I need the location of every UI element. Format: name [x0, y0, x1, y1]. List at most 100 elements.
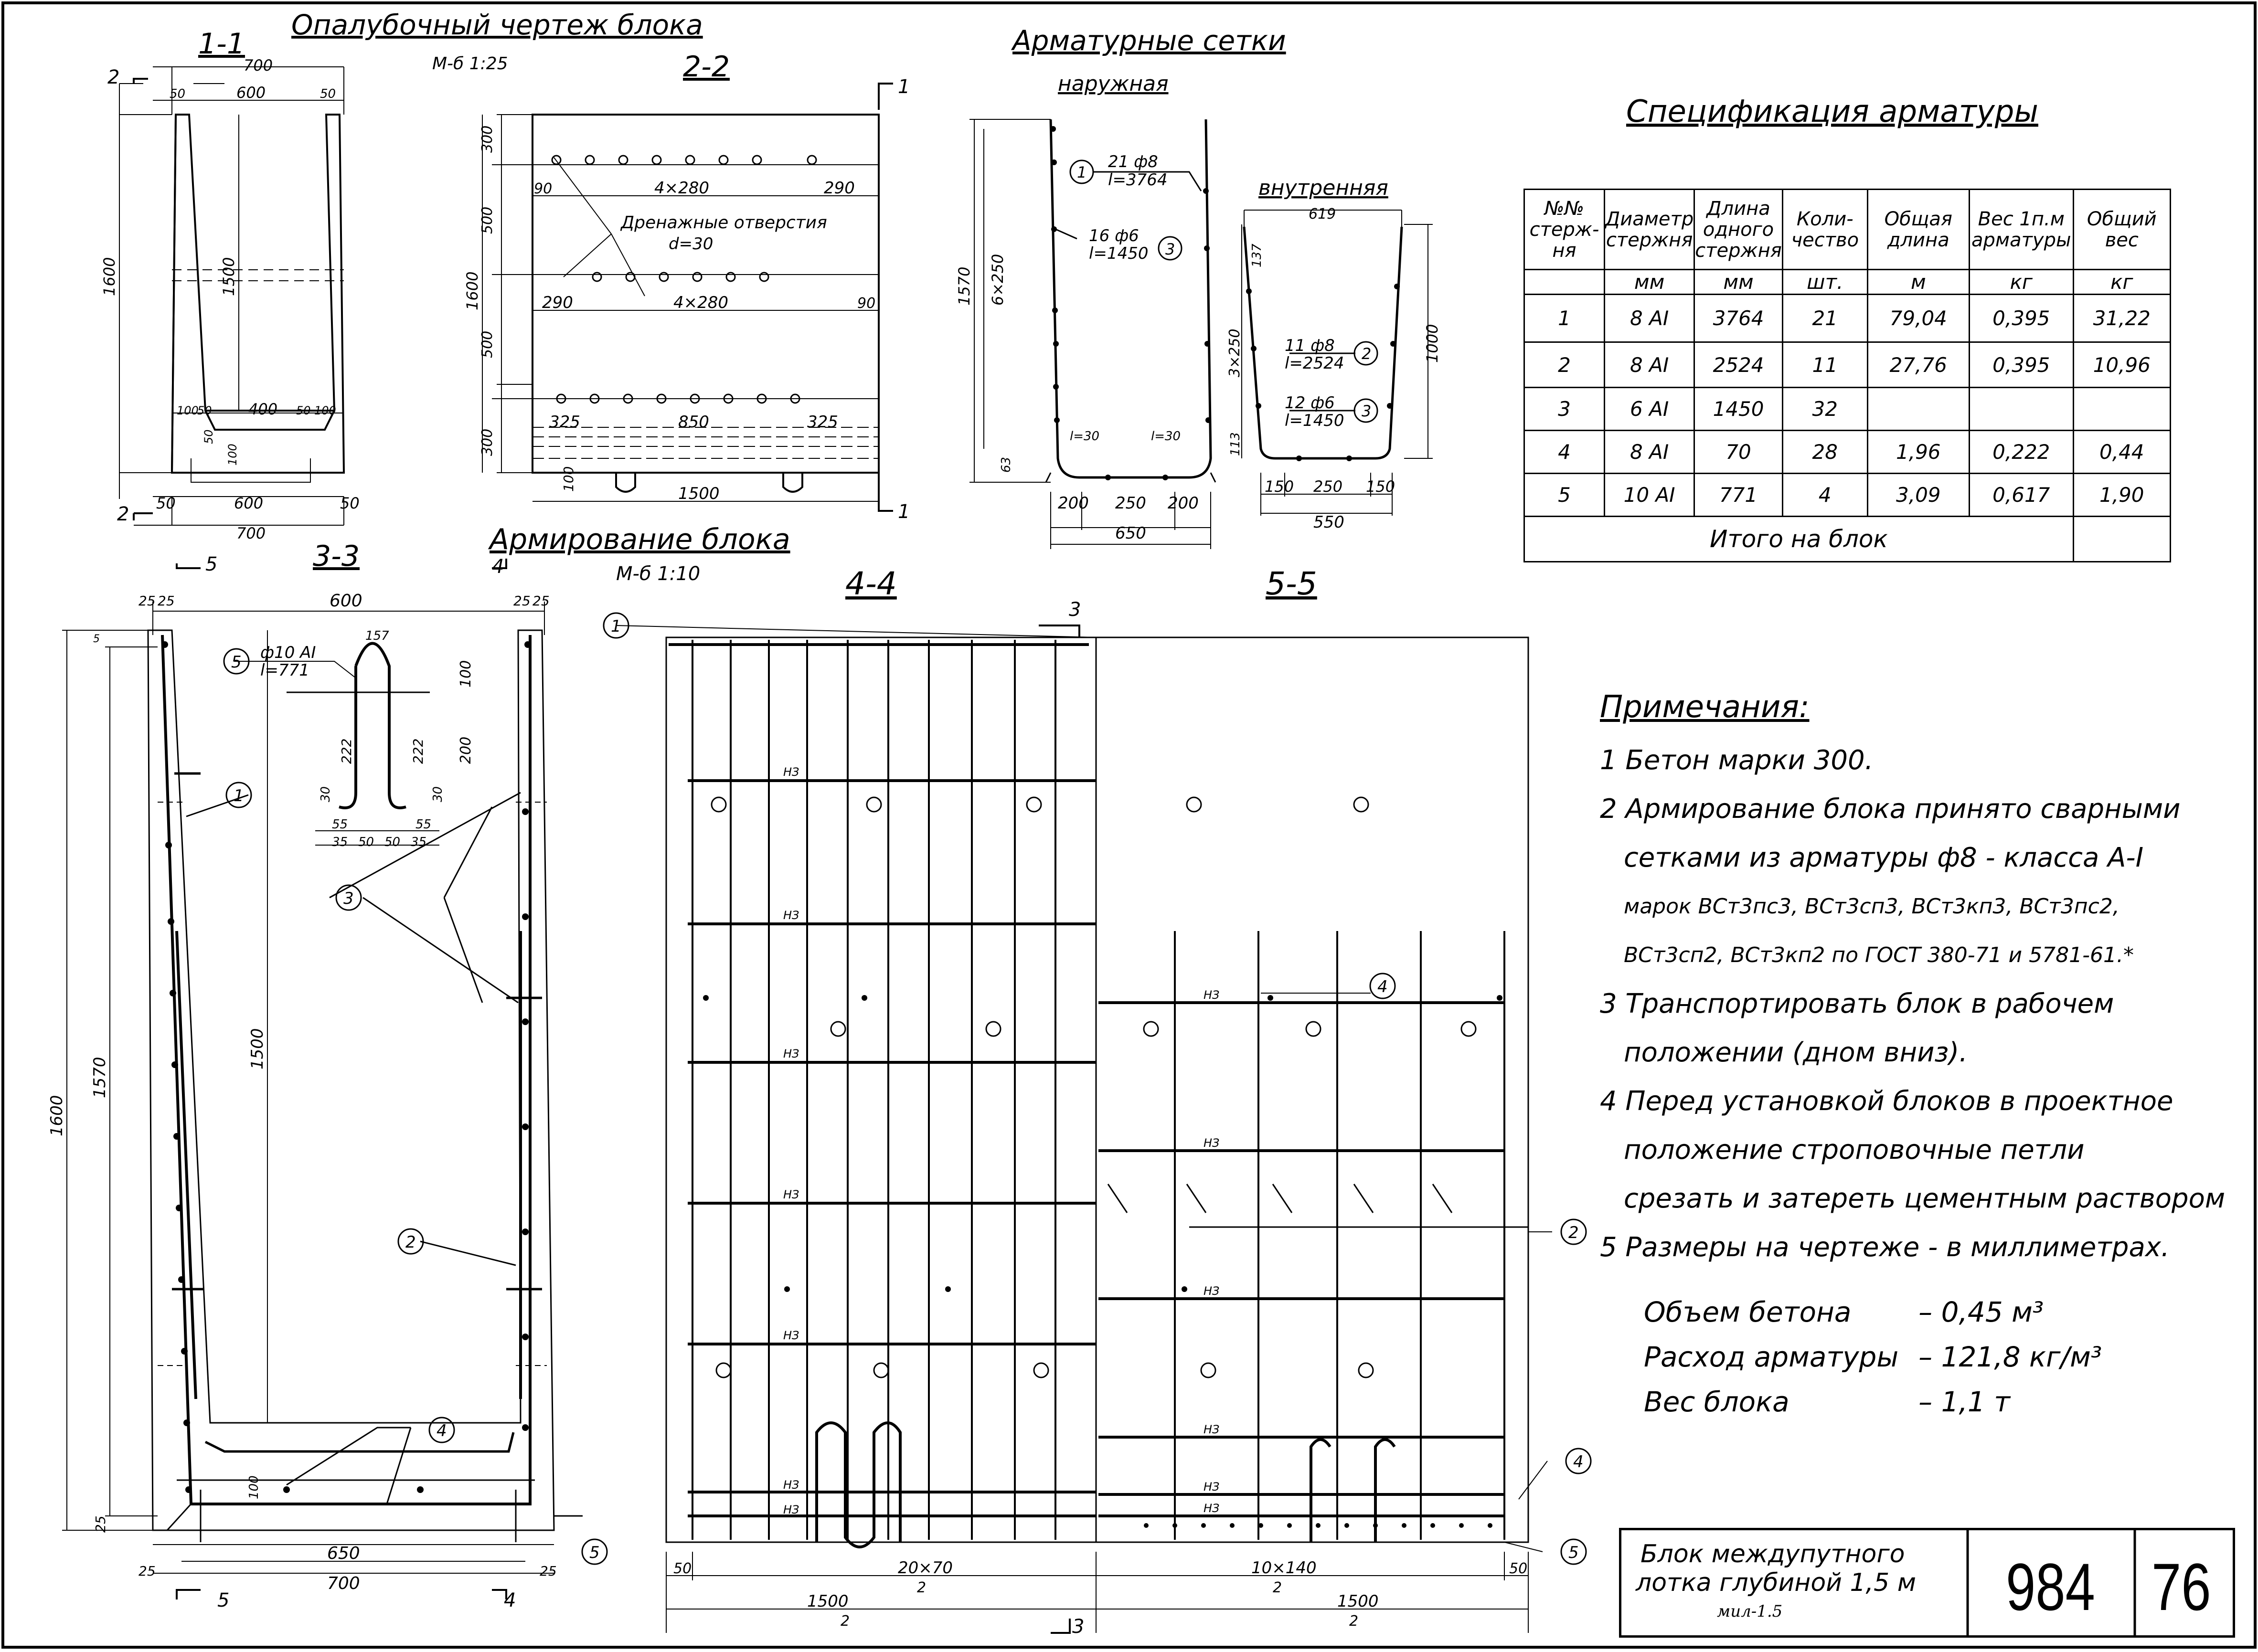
s33-tag-1: 1 [234, 786, 244, 805]
section-2-2-label: 2-2 [683, 50, 730, 84]
dim-2-2-4x280a: 4×280 [654, 179, 709, 198]
dim-3-3-25e: 25 [93, 1515, 108, 1533]
weld-label: НЗ [783, 1329, 799, 1342]
cut-mark-2-bottom: 2 [117, 503, 129, 525]
s33-tag-5b: 5 [589, 1543, 600, 1562]
section-4-4-label: 4-4 [845, 565, 897, 602]
spec-cell [1968, 387, 2074, 431]
mesh-outer-l30b: l=30 [1151, 429, 1181, 444]
dim-3-3-650: 650 [327, 1544, 360, 1563]
weld-label: НЗ [783, 1188, 799, 1201]
spec-unit: шт. [1781, 269, 1868, 295]
mesh-outer-650: 650 [1115, 524, 1146, 543]
summary-table: Объем бетона – 0,45 м³ Расход арматуры –… [1643, 1289, 2122, 1425]
note-2d: ВСт3сп2, ВСт3кп2 по ГОСТ 380-71 и 5781-6… [1624, 943, 2134, 967]
spec-cell: 8 АI [1603, 294, 1695, 343]
dim-2-2-300a: 300 [479, 126, 496, 153]
spec-cell: 2524 [1694, 341, 1783, 388]
dim-2-2-290a: 290 [824, 179, 855, 198]
mesh-outer-dots [1050, 126, 1211, 480]
summary-concrete-label: Объем бетона [1644, 1296, 1852, 1328]
spec-row: 5 10 АI 771 4 3,09 0,617 1,90 [1523, 473, 2171, 517]
dim-5-5-10x140: 10×140 [1251, 1558, 1317, 1578]
dim-3-3-1570: 1570 [90, 1057, 109, 1098]
dim-2-2-100: 100 [561, 466, 576, 492]
weld-label: НЗ [1204, 1502, 1219, 1515]
spec-cell: 8 АI [1603, 341, 1695, 388]
summary-row: Расход арматуры – 121,8 кг/м³ [1644, 1335, 2121, 1379]
dim-1-1-50b: 50 [296, 404, 311, 417]
spec-cell: 0,222 [1968, 430, 2074, 474]
mesh-outer-tag-3: 3 [1165, 240, 1175, 258]
mesh-outer-200b: 200 [1168, 494, 1199, 513]
spec-cell: 11 [1781, 341, 1868, 388]
loop-55b: 55 [415, 817, 431, 832]
dim-2-2-290b: 290 [542, 293, 573, 312]
reinforcement-title: Армирование блока [488, 523, 790, 556]
summary-row: Вес блока – 1,1 т [1644, 1380, 2121, 1424]
mesh-inner-150a: 150 [1265, 477, 1294, 496]
note-2a: 2 Армирование блока принято сварными [1600, 794, 2181, 825]
spec-unit: мм [1603, 269, 1695, 295]
stamp-lines [1966, 1528, 2136, 1638]
weld-label: НЗ [1204, 1284, 1219, 1298]
dim-3-3-1600: 1600 [47, 1095, 66, 1136]
dim-3-3-25f: 25 [138, 1563, 156, 1579]
spec-col-qty: Коли-чество [1781, 189, 1868, 270]
spec-cell: 1,96 [1866, 430, 1970, 474]
dim-1-1-50v: 50 [202, 429, 215, 444]
s44-tag-3: 3 [1069, 599, 1081, 621]
loop-222b: 222 [410, 739, 426, 764]
dim-2-2-1500: 1500 [678, 484, 720, 503]
dim-1-1-700: 700 [244, 56, 273, 74]
mesh-inner-title: внутренняя [1258, 176, 1388, 200]
spec-cell: 0,44 [2072, 430, 2171, 474]
mesh-outer-callouts [1055, 159, 1202, 261]
cut-mark-4-bottom: 4 [504, 1589, 516, 1611]
note-3a: 3 Транспортировать блок в рабочем [1600, 988, 2114, 1019]
section-3-3-callouts [223, 648, 608, 1565]
summary-weight-value: – 1,1 т [1918, 1386, 2011, 1418]
mesh-inner-113: 113 [1228, 432, 1243, 456]
loop-55a: 55 [332, 817, 348, 832]
mesh-inner-callouts [1289, 341, 1378, 423]
summary-row: Объем бетона – 0,45 м³ [1644, 1290, 2121, 1334]
weld-label: НЗ [783, 1047, 799, 1060]
mesh-inner-550: 550 [1313, 513, 1344, 532]
notes-title: Примечания: [1600, 689, 1810, 725]
weld-label: НЗ [783, 1478, 799, 1492]
mesh-outer-63: 63 [999, 457, 1013, 473]
spec-cell: 31,22 [2072, 294, 2171, 343]
mesh-outer-1570: 1570 [955, 267, 973, 306]
spec-cell: 0,617 [1968, 473, 2074, 517]
dim-4-4-1500: 1500 [807, 1592, 849, 1611]
mesh-inner-250: 250 [1313, 477, 1342, 496]
mesh-inner-bar2: 11 ф8 [1285, 336, 1335, 355]
dim-1-1-b50r: 50 [340, 494, 360, 512]
loop-157: 157 [365, 629, 389, 643]
mesh-outer-200a: 200 [1058, 494, 1089, 513]
cut-mark-1-bottom: 1 [898, 501, 910, 523]
dim-1-1-100: 100 [226, 444, 239, 466]
s55-tag-2: 2 [1568, 1223, 1579, 1242]
mesh-inner-drawing [1241, 210, 1433, 516]
section-3-3-dots [161, 641, 531, 1493]
s33-tag-2: 2 [405, 1233, 416, 1252]
stamp-sheet-number: 984 [2006, 1549, 2095, 1624]
s33-tag-3: 3 [343, 889, 354, 908]
mesh-outer-l30a: l=30 [1070, 429, 1099, 444]
loop-30b: 30 [431, 786, 445, 802]
section-4-4-callouts [603, 612, 1592, 1565]
loop-35b: 35 [411, 835, 426, 849]
spec-row: 3 6 АI 1450 32 [1523, 387, 2171, 431]
s33-tag-5: 5 [231, 653, 242, 672]
title-stamp: Блок междупутного лотка глубиной 1,5 м м… [1619, 1528, 2235, 1638]
dim-5-5-half: 2 [1349, 1613, 1358, 1630]
dim-1-1-1500: 1500 [220, 257, 238, 296]
dim-2-2-500a: 500 [479, 207, 496, 234]
spec-cell: 4 [1781, 473, 1868, 517]
stamp-code: мил-1.5 [1717, 1602, 1783, 1621]
mesh-inner-137: 137 [1250, 244, 1264, 267]
formwork-scale: М-б 1:25 [432, 54, 508, 74]
section-3-3-drawing [62, 559, 583, 1599]
